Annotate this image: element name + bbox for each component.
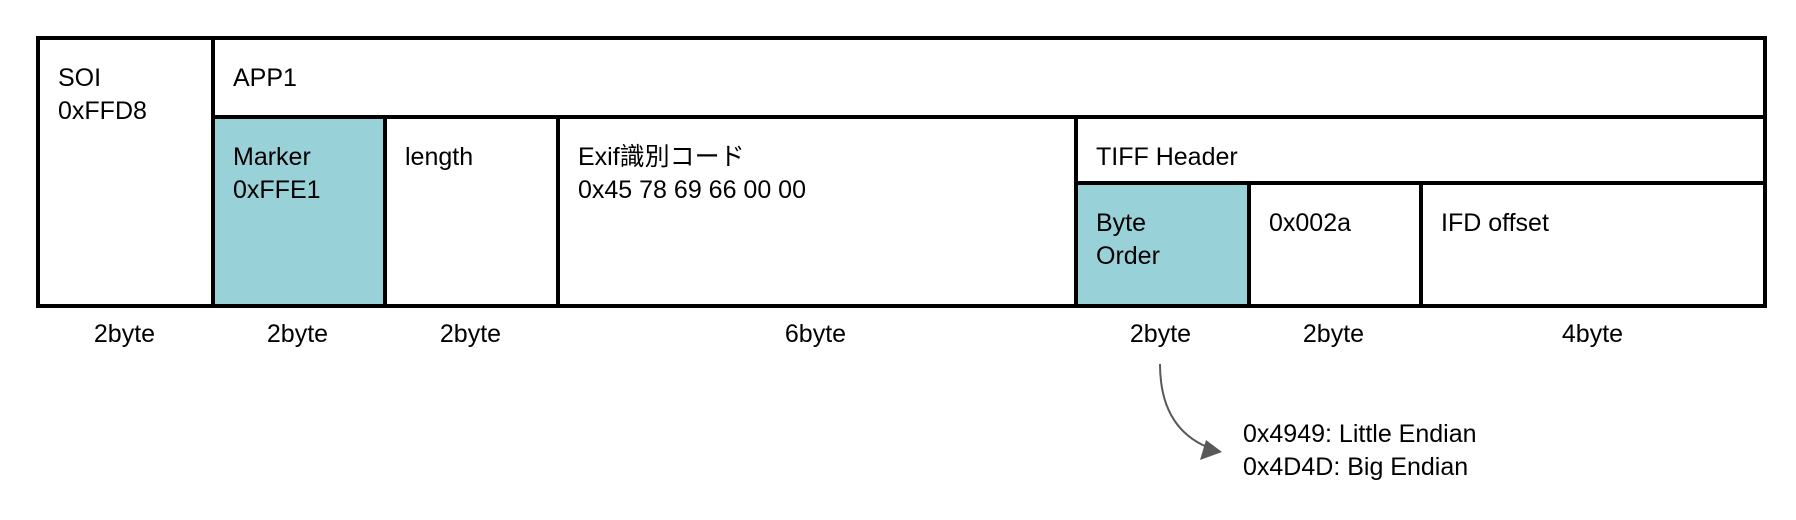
- soi-cell: SOI 0xFFD8: [36, 36, 215, 308]
- size-label: 2byte: [266, 320, 329, 348]
- byte-order-label: Byte Order: [1096, 209, 1160, 270]
- curved-arrow-icon: [1159, 363, 1213, 450]
- arrowhead-icon: [1200, 440, 1222, 460]
- ifd-offset-cell: IFD offset: [1419, 181, 1767, 308]
- app1-cell: APP1: [211, 36, 1767, 119]
- size-label: 2byte: [93, 320, 156, 348]
- marker-label: Marker 0xFFE1: [233, 143, 321, 204]
- size-label: 6byte: [784, 320, 847, 348]
- tiff-header-label: TIFF Header: [1096, 143, 1238, 171]
- size-label: 2byte: [439, 320, 502, 348]
- length-label: length: [405, 143, 474, 171]
- exif-id-label: Exif識別コード 0x45 78 69 66 00 00: [578, 143, 806, 204]
- magic-label: 0x002a: [1269, 209, 1352, 237]
- size-label: 2byte: [1302, 320, 1365, 348]
- size-label: 4byte: [1561, 320, 1624, 348]
- app1-label: APP1: [233, 64, 297, 92]
- soi-label: SOI 0xFFD8: [58, 64, 147, 125]
- ifd-offset-label: IFD offset: [1441, 209, 1549, 237]
- big-endian-note: 0x4D4D: Big Endian: [1243, 453, 1469, 481]
- magic-cell: 0x002a: [1247, 181, 1423, 308]
- little-endian-note: 0x4949: Little Endian: [1243, 420, 1477, 448]
- length-cell: length: [383, 115, 560, 308]
- marker-cell: Marker 0xFFE1: [211, 115, 387, 308]
- size-label: 2byte: [1129, 320, 1192, 348]
